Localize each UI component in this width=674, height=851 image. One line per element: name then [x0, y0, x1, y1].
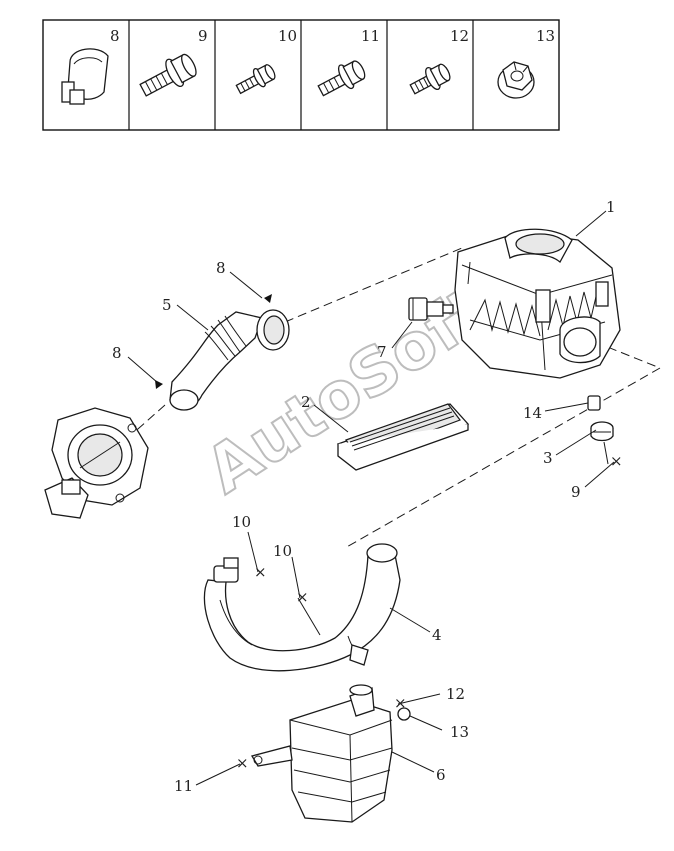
hose-clamp-icon: [61, 48, 109, 105]
callout-5: 5: [162, 296, 172, 314]
callout-3: 3: [543, 449, 553, 467]
callout-6: 6: [436, 766, 446, 784]
air-filter-element: [336, 403, 470, 471]
callout-11: 11: [174, 777, 193, 795]
nut-near-resonator: [397, 707, 411, 721]
flange-bolt-large-icon: [139, 53, 197, 97]
inlet-duct: [203, 543, 401, 672]
callout-4: 4: [432, 626, 442, 644]
callout-2: 2: [301, 393, 311, 411]
svg-text:×: ×: [254, 563, 267, 581]
table-cell-label: 13: [536, 27, 555, 45]
callout-8-top: 8: [216, 259, 226, 277]
svg-text:×: ×: [296, 588, 309, 606]
table-cell-label: 11: [361, 27, 380, 45]
throttle-body: [44, 407, 149, 519]
callout-14: 14: [523, 404, 542, 422]
intake-hose: [169, 309, 290, 411]
air-cleaner-housing: [454, 228, 621, 379]
callout-1: 1: [606, 198, 616, 216]
callout-10-right: 10: [273, 542, 292, 560]
watermark-text: AutoSoft: [193, 273, 500, 508]
svg-text:×: ×: [394, 694, 407, 712]
callout-numbers: 1 2 3 4 5 6 7 8 8 9 10 10 11 12 13 14: [112, 198, 616, 795]
callout-12: 12: [446, 685, 465, 703]
flange-bolt-medium-icon: [317, 60, 366, 97]
table-cell-label: 8: [110, 27, 120, 45]
table-cell-label: 9: [198, 27, 208, 45]
fastener-marks: × × × × ×: [236, 452, 623, 772]
air-temperature-sensor: [408, 297, 454, 321]
callout-10-left: 10: [232, 513, 251, 531]
flange-bolt-small-icon: [235, 64, 276, 95]
svg-text:×: ×: [610, 452, 623, 470]
clamp-marker: [155, 380, 163, 389]
sleeve-part: [587, 395, 601, 411]
flange-nut-icon: [497, 61, 535, 99]
callout-7: 7: [377, 343, 387, 361]
leader-lines: [127, 210, 615, 786]
clamp-marker: [264, 294, 272, 303]
svg-text:×: ×: [236, 754, 249, 772]
parts-table: 8 9 10 11 12 13: [42, 19, 560, 131]
table-cell-label: 10: [278, 27, 297, 45]
callout-9: 9: [571, 483, 581, 501]
callout-8-left: 8: [112, 344, 122, 362]
flange-bolt-short-icon: [409, 63, 451, 95]
resonator-box: [250, 684, 393, 823]
rubber-mount-part: [590, 421, 614, 442]
callout-13: 13: [450, 723, 469, 741]
table-cell-label: 12: [450, 27, 469, 45]
